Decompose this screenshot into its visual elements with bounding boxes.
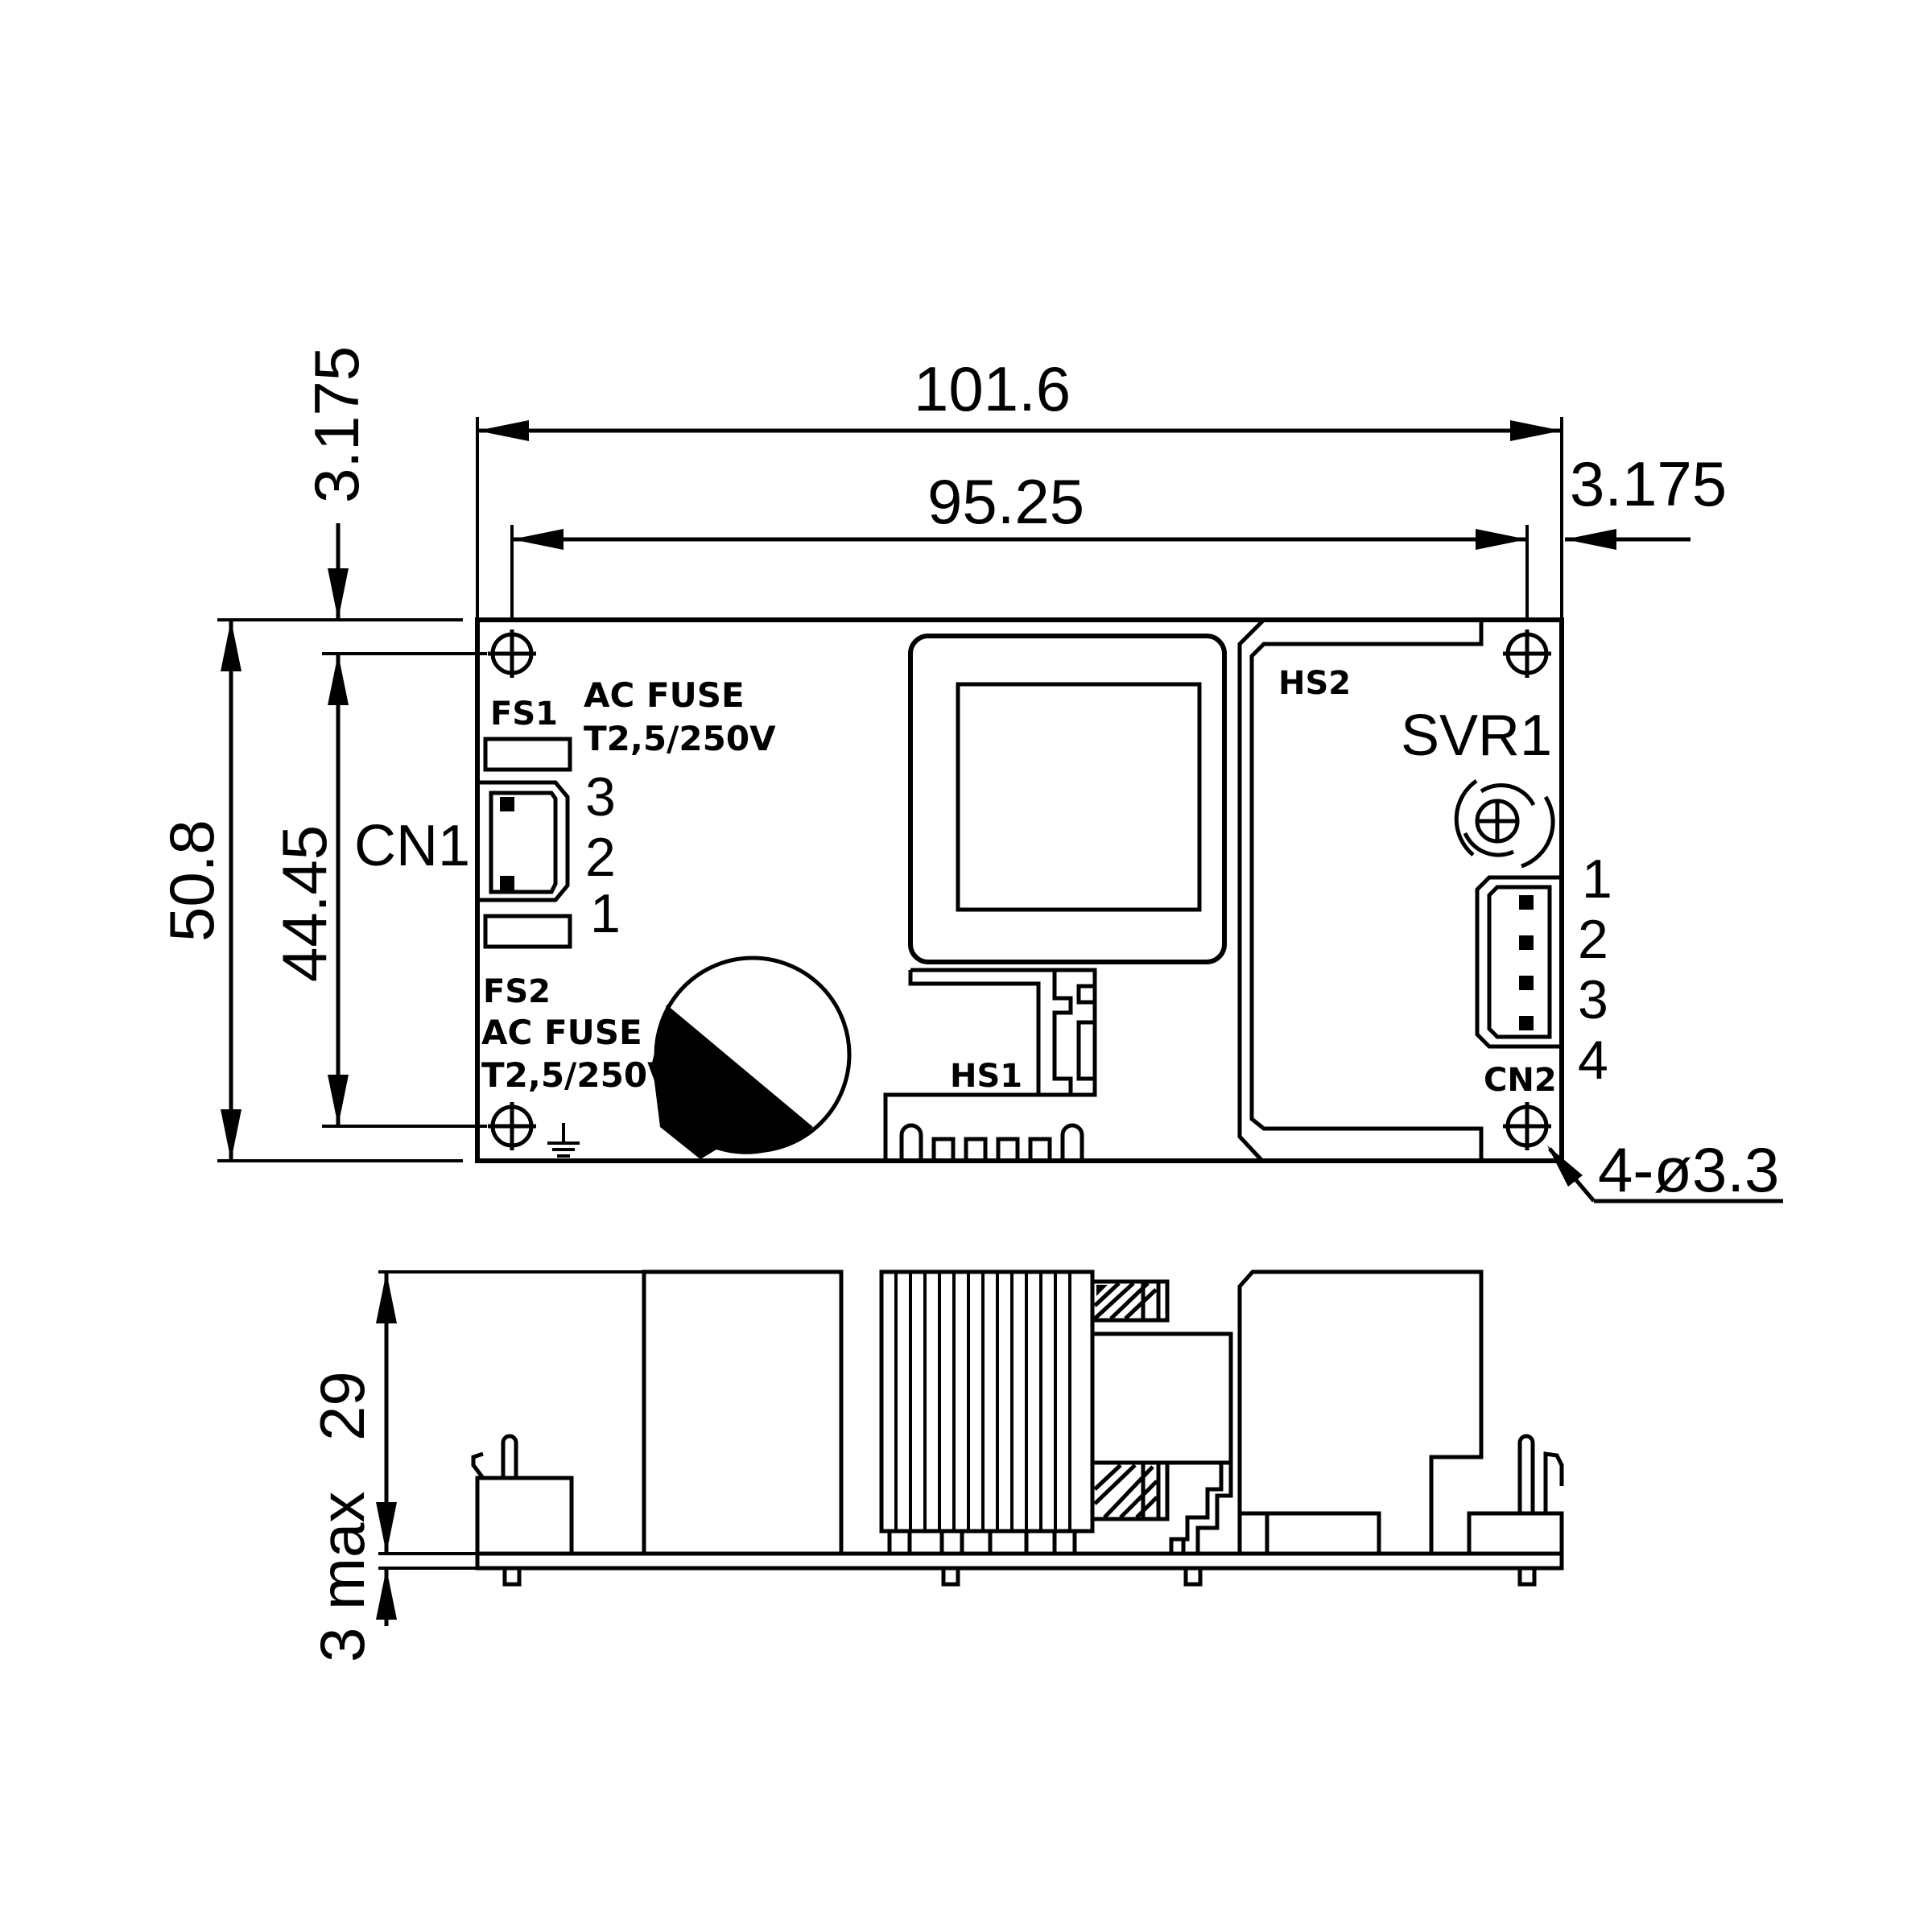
cn2-pin-3: 3 bbox=[1578, 969, 1608, 1030]
fuse-top-line1: AC FUSE bbox=[584, 675, 745, 715]
cn1-pin-2: 2 bbox=[585, 827, 616, 888]
fuse-fs2 bbox=[483, 914, 572, 949]
heatsink-hs1 bbox=[883, 968, 1097, 1159]
cn2-pin-1: 1 bbox=[1582, 848, 1612, 910]
cn1-pin-3: 3 bbox=[585, 766, 616, 828]
pcb-outline bbox=[475, 617, 1564, 1163]
heatsink-hs2 bbox=[1237, 618, 1484, 1162]
mounting-hole-top-right bbox=[1503, 630, 1551, 678]
dim-max-height: 29 bbox=[307, 1371, 378, 1441]
label-hs1: HS1 bbox=[950, 1058, 1022, 1095]
side-transformer bbox=[1090, 1279, 1233, 1554]
fuse-bottom-line1: AC FUSE bbox=[481, 1013, 642, 1052]
capacitor bbox=[652, 956, 852, 1159]
label-fs2: FS2 bbox=[483, 973, 551, 1010]
cn2-pin-2: 2 bbox=[1578, 909, 1608, 970]
dim-offset-top: 3.175 bbox=[301, 346, 372, 503]
connector-cn1 bbox=[480, 780, 570, 902]
dim-offset-right: 3.175 bbox=[1570, 448, 1727, 519]
cn2-pin-4: 4 bbox=[1578, 1030, 1608, 1091]
mounting-hole-bottom-right bbox=[1503, 1102, 1551, 1150]
mounting-hole-bottom-left bbox=[488, 1102, 536, 1150]
side-pcb bbox=[475, 1551, 1564, 1571]
label-hs2: HS2 bbox=[1278, 665, 1351, 702]
dimension-lines bbox=[217, 417, 1783, 1203]
dim-hole-height: 44.45 bbox=[269, 825, 340, 982]
fuse-top-line2: T2,5/250V bbox=[584, 719, 776, 758]
top-view: FS1 AC FUSE T2,5/250V FS2 AC FUSE T2,5/2… bbox=[354, 617, 1612, 1163]
trimmer-svr1 bbox=[1454, 778, 1555, 869]
dim-overall-height: 50.8 bbox=[156, 819, 227, 942]
dim-pin-max: 3 max bbox=[307, 1492, 378, 1662]
dim-mounting-holes: 4-ø3.3 bbox=[1598, 1134, 1779, 1205]
fuse-fs1 bbox=[483, 737, 572, 772]
dim-hole-width: 95.25 bbox=[927, 466, 1084, 537]
transformer bbox=[908, 634, 1227, 964]
connector-cn2 bbox=[1475, 875, 1562, 1049]
side-heatsink-hs1 bbox=[879, 1269, 1095, 1554]
label-svr1: SVR1 bbox=[1401, 704, 1552, 768]
side-view bbox=[376, 1269, 1564, 1626]
fuse-bottom-line2: T2,5/250V bbox=[481, 1055, 674, 1095]
cn1-pin-1: 1 bbox=[590, 883, 621, 944]
mounting-hole-top-left bbox=[488, 630, 536, 678]
dim-overall-width: 101.6 bbox=[914, 353, 1071, 424]
label-fs1: FS1 bbox=[490, 696, 558, 733]
label-cn2: CN2 bbox=[1484, 1062, 1557, 1099]
ground-icon bbox=[547, 1123, 580, 1158]
side-connector-cn2 bbox=[1517, 1434, 1564, 1513]
label-cn1: CN1 bbox=[354, 814, 470, 878]
side-heatsink-hs2 bbox=[1237, 1269, 1564, 1556]
